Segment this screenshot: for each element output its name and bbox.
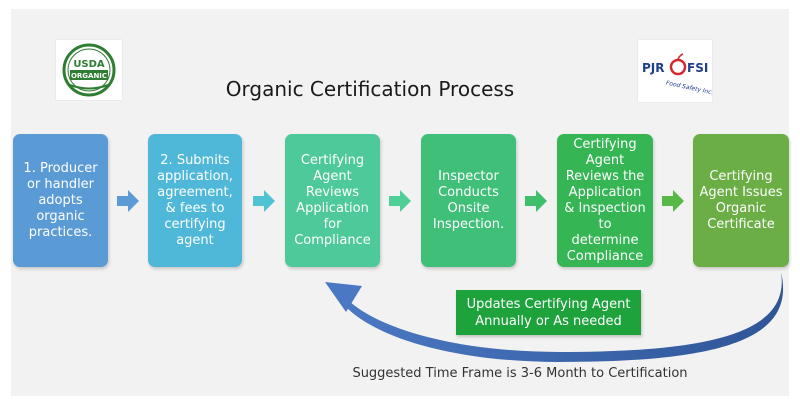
usda-organic-logo: USDA ORGANIC	[56, 40, 122, 100]
pjr-logo-text: PJR	[642, 61, 665, 75]
arrow-right-icon	[117, 190, 139, 212]
arrow-right-icon	[389, 190, 411, 212]
arrow-right-icon	[525, 190, 547, 212]
time-frame-caption: Suggested Time Frame is 3-6 Month to Cer…	[352, 366, 688, 381]
step-2-submits-application: 2. Submits application, agreement, & fee…	[148, 134, 242, 267]
step-6-issues-certificate: Certifying Agent Issues Organic Certific…	[693, 134, 789, 267]
step-3-agent-reviews-application: Certifying Agent Reviews Application for…	[285, 134, 380, 267]
page-title: Organic Certification Process	[225, 77, 515, 101]
step-1-producer-adopts: 1. Producer or handler adopts organic pr…	[13, 134, 108, 267]
updates-certifying-agent-box: Updates Certifying Agent Annually or As …	[456, 290, 641, 335]
apple-icon	[669, 58, 687, 76]
arrow-right-icon	[662, 190, 684, 212]
step-5-agent-determines-compliance: Certifying Agent Reviews the Application…	[557, 134, 653, 267]
step-4-onsite-inspection: Inspector Conducts Onsite Inspection.	[421, 134, 516, 267]
fsi-logo-text: FSI	[687, 61, 708, 75]
organic-logo-text: ORGANIC	[71, 72, 107, 80]
usda-logo-text: USDA	[73, 59, 105, 70]
pjr-fsi-logo: PJR FSI Food Safety Inc.	[638, 40, 714, 102]
arrow-right-icon	[253, 190, 275, 212]
